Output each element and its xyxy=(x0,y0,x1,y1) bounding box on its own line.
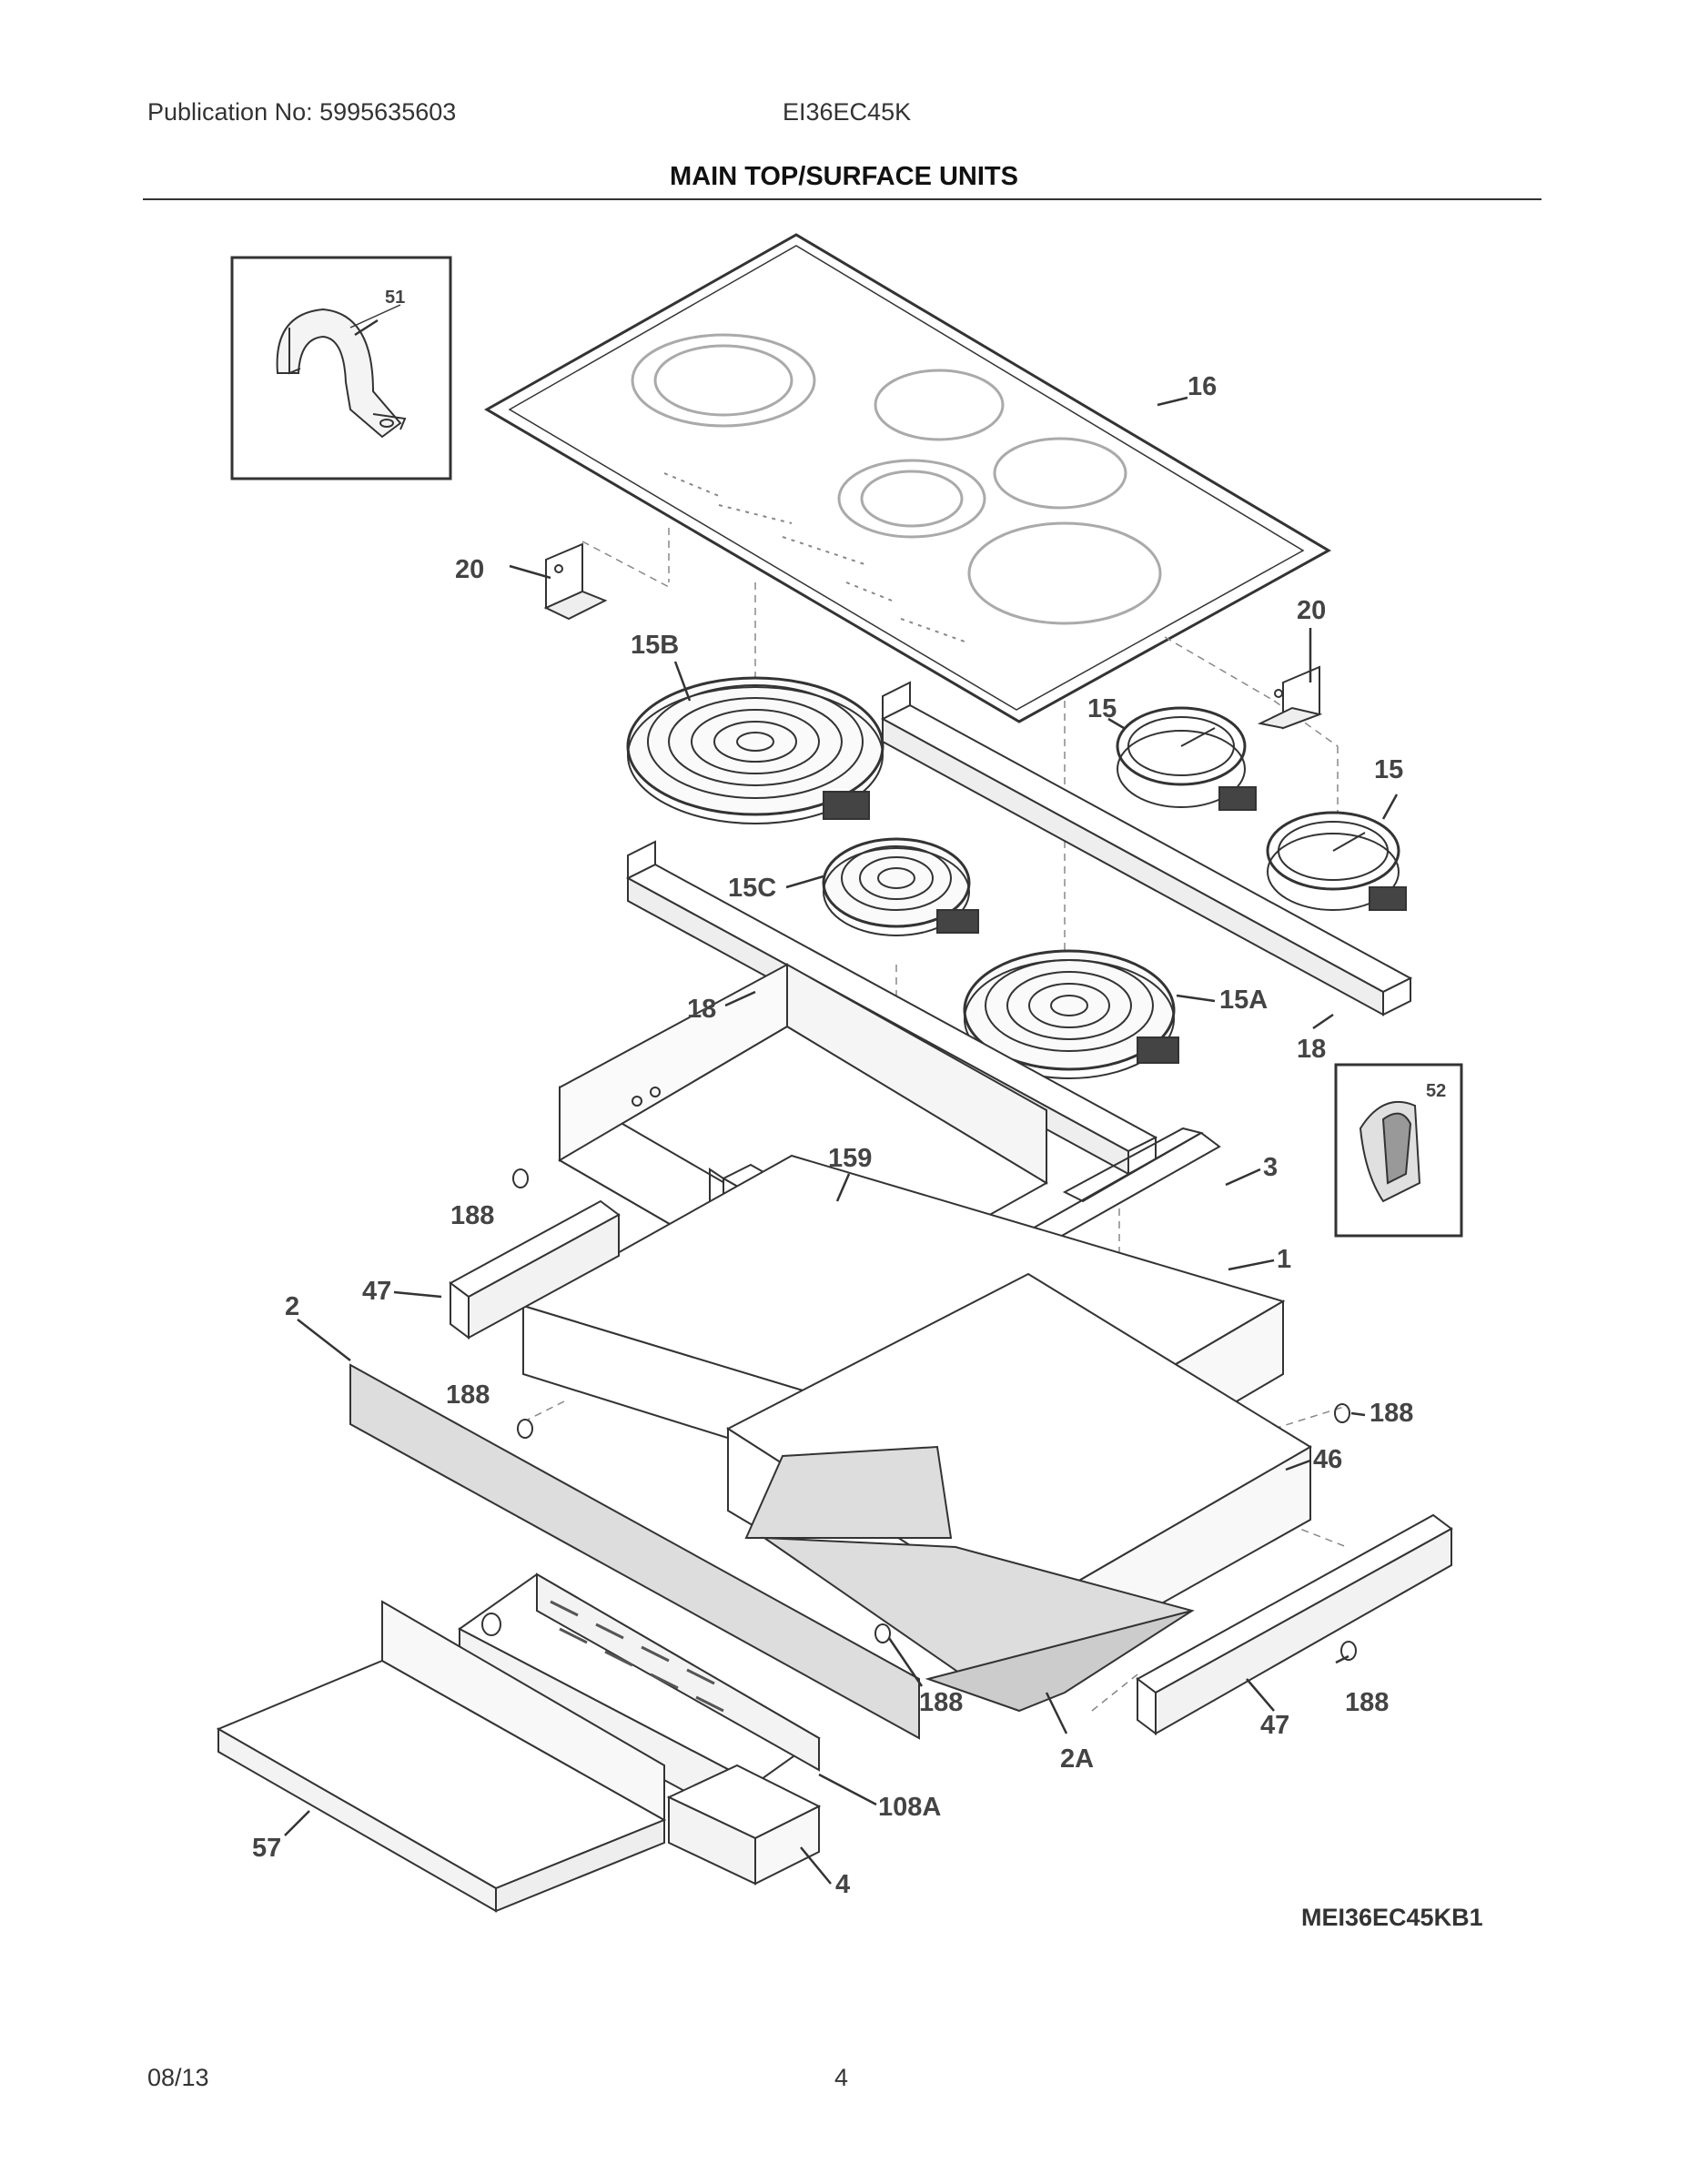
callout-15A: 15A xyxy=(1219,986,1268,1015)
callout-188-a: 188 xyxy=(450,1201,494,1230)
page-number: 4 xyxy=(834,2064,849,2091)
callout-3: 3 xyxy=(1263,1153,1278,1182)
callout-2: 2 xyxy=(285,1292,299,1321)
callout-16: 16 xyxy=(1188,372,1217,401)
model-number: EI36EC45K xyxy=(783,98,912,126)
burner-15B xyxy=(626,676,884,824)
callout-18-left: 18 xyxy=(687,995,716,1024)
front-panel-2 xyxy=(349,1363,920,1740)
callout-47-right: 47 xyxy=(1260,1711,1289,1740)
callout-51: 51 xyxy=(385,288,405,308)
tray-57 xyxy=(216,1600,667,1913)
spacer-inset-52 xyxy=(1334,1063,1463,1238)
callout-52: 52 xyxy=(1426,1081,1446,1101)
callout-20-left: 20 xyxy=(455,555,484,584)
footer-date: 08/13 xyxy=(147,2064,209,2091)
bracket-47-left xyxy=(449,1199,621,1340)
diagram-code: MEI36EC45KB1 xyxy=(1301,1904,1483,1931)
bottom-plate-2A xyxy=(925,1610,1193,1713)
callout-15B: 15B xyxy=(631,631,679,660)
callout-15-lower: 15 xyxy=(1374,755,1403,784)
callout-18-right: 18 xyxy=(1297,1035,1326,1064)
callout-47-left: 47 xyxy=(362,1277,391,1306)
page-title: MAIN TOP/SURFACE UNITS xyxy=(670,162,1018,191)
callout-188-d: 188 xyxy=(919,1688,963,1717)
callout-2A: 2A xyxy=(1060,1744,1094,1774)
callout-57: 57 xyxy=(252,1834,281,1863)
bracket-20-left xyxy=(543,542,608,621)
callout-188-e: 188 xyxy=(1345,1688,1389,1717)
callout-108A: 108A xyxy=(878,1793,941,1822)
clamp-inset-51 xyxy=(230,256,452,480)
callout-4: 4 xyxy=(835,1870,850,1899)
callout-15C: 15C xyxy=(728,874,776,903)
publication-number: Publication No: 5995635603 xyxy=(147,98,457,126)
burner-15C xyxy=(822,837,979,936)
burner-15A xyxy=(963,949,1179,1079)
tray-4 xyxy=(666,1764,822,1886)
grommets-188 xyxy=(512,1168,1357,1661)
burner-15-lower xyxy=(1266,811,1407,911)
callout-188-c: 188 xyxy=(1370,1399,1413,1428)
callout-188-b: 188 xyxy=(446,1380,490,1410)
bracket-47-right xyxy=(1136,1513,1453,1735)
callout-1: 1 xyxy=(1277,1245,1291,1274)
rail-18-right xyxy=(880,681,1413,1016)
callout-159: 159 xyxy=(828,1144,872,1173)
callout-20-right: 20 xyxy=(1297,596,1326,625)
burner-15-upper xyxy=(1116,706,1257,811)
callout-15-upper: 15 xyxy=(1087,694,1117,723)
title-rule xyxy=(143,198,1541,200)
leader-lines xyxy=(284,318,1399,1885)
callout-46: 46 xyxy=(1313,1445,1342,1474)
cooktop-glass-16 xyxy=(483,233,1332,723)
vent-tray-108A xyxy=(458,1572,821,1831)
